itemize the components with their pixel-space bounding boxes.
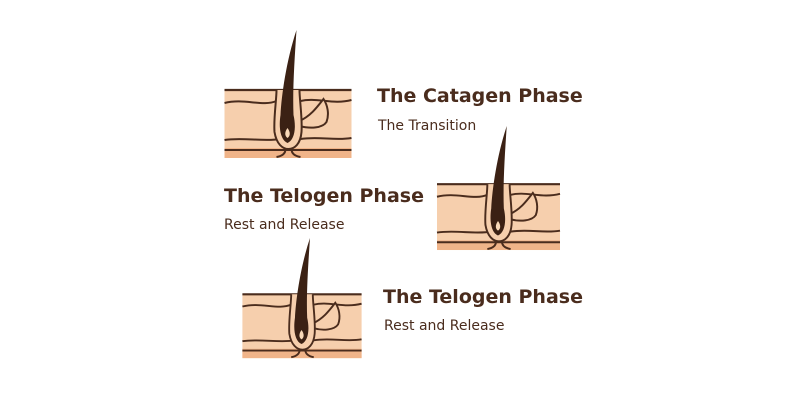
phase-subtitle-telogen-repeat: Rest and Release <box>384 318 505 334</box>
phase-subtitle-telogen: Rest and Release <box>224 217 345 233</box>
hair-follicle-catagen-icon <box>223 28 353 160</box>
phase-title-telogen-repeat: The Telogen Phase <box>383 286 583 308</box>
phase-subtitle-catagen: The Transition <box>378 118 477 134</box>
phase-title-catagen: The Catagen Phase <box>377 85 583 107</box>
phase-title-telogen: The Telogen Phase <box>224 185 424 207</box>
hair-follicle-telogen-icon <box>241 236 363 360</box>
hair-follicle-telogen-icon <box>435 124 562 252</box>
